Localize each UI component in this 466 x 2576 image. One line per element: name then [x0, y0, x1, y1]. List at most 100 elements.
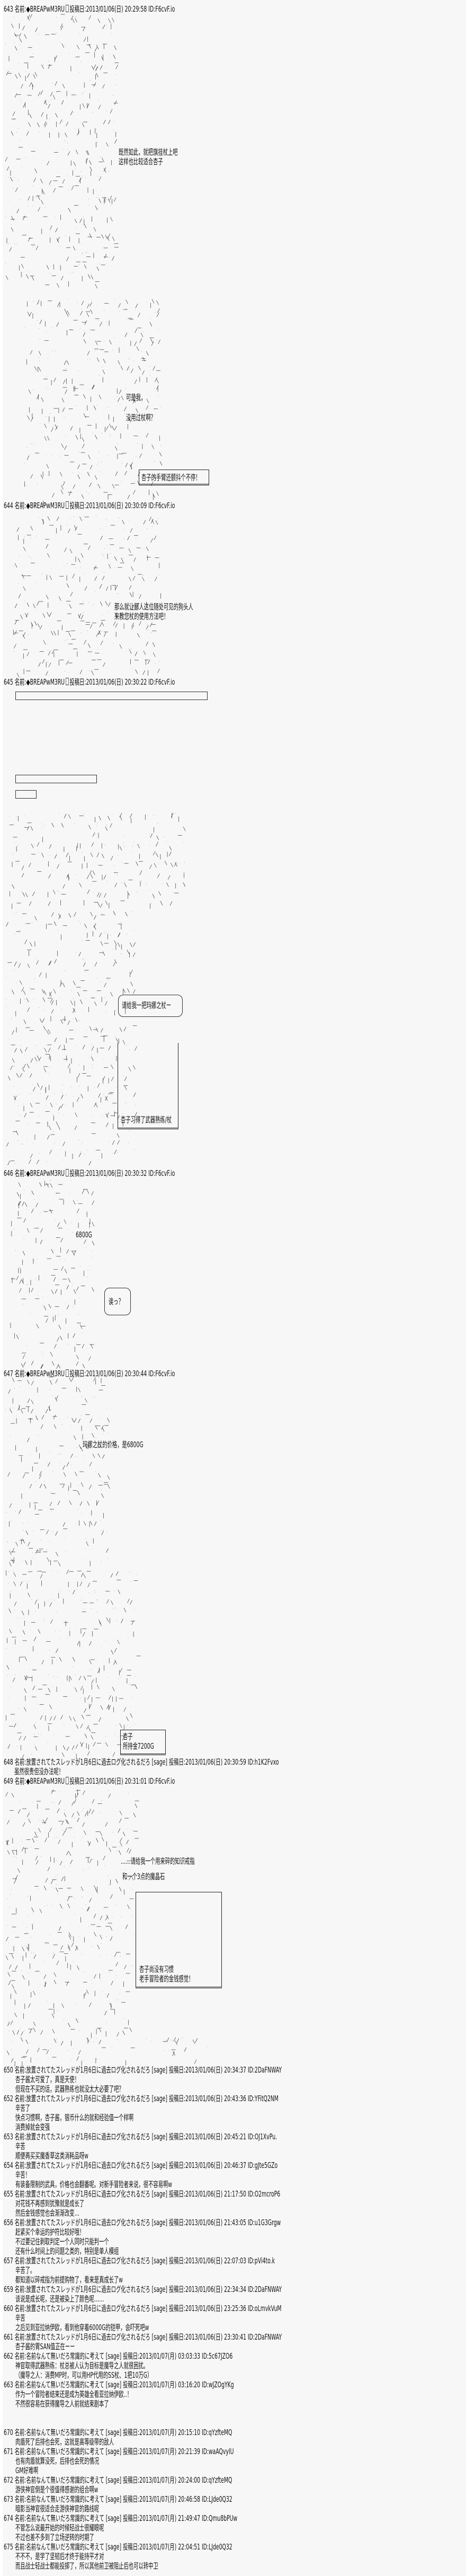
ascii-art-stroke	[29, 901, 32, 906]
ascii-art-stroke	[82, 1822, 85, 1827]
ascii-art-stroke	[138, 366, 141, 370]
comment-header: 655 名前:放置されてたスレッドが1月6日に過去ログ化されるだろ [sage]…	[4, 2189, 464, 2199]
comment-id: ID:qYzfteMQ	[202, 2475, 232, 2485]
comment-name: 名前:放置されてたスレッドが1月6日に過去ログ化されるだろ [sage]	[14, 2285, 168, 2294]
ascii-art-stroke	[100, 903, 103, 908]
ascii-art-stroke	[56, 238, 59, 243]
ascii-art-stroke	[95, 340, 98, 346]
ascii-art-stroke	[154, 535, 157, 541]
ascii-art-stroke	[80, 1742, 83, 1747]
comment-name: 名前:放置されてたスレッドが1月6日に過去ログ化されるだろ [sage]	[14, 2094, 168, 2103]
ascii-art-stroke	[109, 423, 112, 428]
comment-body-line: 但现在不买的话，武器熟练也就没太大必要了吧？	[15, 2084, 124, 2094]
ascii-art-stroke	[80, 1094, 83, 1099]
ascii-art-stroke	[32, 1686, 35, 1690]
ascii-art-stroke	[12, 1377, 15, 1383]
ascii-art-stroke	[104, 982, 106, 987]
ascii-art-stroke	[91, 670, 94, 675]
ascii-art-stroke	[118, 360, 121, 365]
ascii-art-stroke	[114, 1149, 117, 1154]
ascii-art-stroke	[68, 491, 71, 496]
ascii-art-stroke	[55, 55, 58, 60]
ascii-art-stroke	[51, 427, 53, 432]
ascii-art-stroke	[101, 56, 104, 61]
ascii-art-stroke	[122, 1040, 126, 1044]
ascii-art-stroke	[44, 436, 47, 441]
ascii-art-stroke	[58, 1106, 61, 1111]
ascii-art-stroke	[152, 642, 155, 647]
ascii-art-stroke	[33, 74, 36, 79]
ascii-art-stroke	[135, 1046, 137, 1051]
comment-id: ID:OJ1XvPu.	[247, 2132, 277, 2141]
ascii-art-stroke	[84, 320, 87, 325]
ascii-art-stroke	[82, 1044, 85, 1049]
ascii-art-stroke	[128, 1067, 131, 1072]
ascii-art-stroke	[54, 1344, 57, 1349]
ascii-art-stroke	[105, 586, 109, 591]
ascii-art-stroke	[111, 1980, 113, 1986]
ascii-art-stroke	[92, 1453, 95, 1458]
ascii-art-stroke	[63, 1472, 66, 1477]
ascii-art-stroke	[143, 650, 146, 656]
comment-id: ID:qYzfteMQ	[202, 2428, 232, 2437]
ascii-art-stroke	[87, 351, 90, 356]
ascii-art-stroke	[115, 1962, 119, 1967]
ascii-art-stroke	[34, 169, 37, 173]
ascii-art-block	[9, 812, 186, 909]
ascii-art-stroke	[47, 1135, 50, 1140]
ascii-art-stroke	[43, 100, 47, 104]
comment-header-text: 659 名前:放置されてたスレッドが1月6日に過去ログ化されるだろ [sage]…	[4, 2285, 282, 2294]
ascii-art-stroke	[87, 304, 89, 308]
ascii-art-stroke	[11, 2058, 14, 2063]
ascii-art-stroke	[83, 1573, 86, 1579]
ascii-art-stroke	[100, 1705, 103, 1710]
ascii-art-stroke	[108, 1046, 111, 1050]
ascii-art-stroke	[43, 990, 47, 995]
ascii-art-stroke	[83, 37, 86, 42]
ascii-art-stroke	[129, 649, 132, 654]
ascii-art-stroke	[49, 1380, 52, 1385]
ascii-art-stroke	[91, 1046, 94, 1051]
price-label: 6800G	[76, 1230, 92, 1240]
ascii-art-stroke	[47, 1557, 50, 1562]
ascii-art-stroke	[48, 1688, 51, 1693]
ascii-art-stroke	[102, 854, 104, 858]
ascii-art-stroke	[6, 1840, 9, 1845]
comment-header: 657 名前:放置されてたスレッドが1月6日に過去ログ化されるだろ [sage]…	[4, 2256, 464, 2265]
comment-body-line: 对花钱不再感到犹豫就是成长了	[15, 2199, 85, 2208]
ascii-art-stroke	[195, 2038, 198, 2043]
ascii-art-stroke	[172, 2051, 175, 2056]
ascii-art-stroke	[27, 312, 30, 316]
ascii-art-stroke	[77, 474, 80, 479]
ascii-art-stroke	[42, 1018, 45, 1023]
ascii-art-stroke	[86, 1989, 89, 1994]
ascii-art-stroke	[146, 433, 149, 438]
ascii-art-stroke	[69, 1377, 71, 1382]
ascii-art-stroke	[118, 932, 121, 937]
comment-id: ID:wJZOgYKg	[202, 2380, 234, 2389]
ascii-art-stroke	[135, 651, 138, 656]
ascii-art-stroke	[160, 901, 163, 906]
ascii-art-stroke	[183, 826, 186, 831]
ascii-art-stroke	[73, 981, 76, 986]
ascii-art-stroke	[128, 548, 131, 553]
ascii-art-stroke	[28, 1818, 31, 1823]
ascii-art-stroke	[47, 1866, 50, 1871]
ascii-art-stroke	[124, 332, 128, 337]
comment-body-row: 暗影当神官很适合走游侠神官的路线呢	[4, 2504, 464, 2513]
ascii-art-stroke	[74, 1250, 77, 1255]
ascii-art-stroke	[153, 366, 156, 371]
comment-header-text: 674 名前:名前なんて無いだろ常識的に考えて [sage] 投稿日:2013/…	[4, 2513, 237, 2523]
comment-name: 名前:放置されてたスレッドが1月6日に過去ログ化されるだろ [sage]	[14, 2189, 168, 2199]
ascii-art-stroke	[25, 2049, 29, 2054]
poster-id: ID:h1K2Fvxo	[247, 1757, 279, 1767]
ascii-art-stroke	[66, 121, 69, 127]
ascii-art-stroke	[96, 73, 98, 77]
ascii-art-stroke	[150, 833, 153, 838]
comment-body-line: 之后见到亚拉纳伊欧，看到他穿着6000G的铠甲，会吓死吧w	[15, 2323, 149, 2332]
ascii-art-stroke	[64, 1219, 67, 1224]
ascii-art-stroke	[124, 471, 127, 475]
comment-name: 名前:放置されてたスレッドが1月6日に過去ログ化されるだろ [sage]	[14, 2132, 168, 2141]
ascii-art-stroke	[71, 1801, 74, 1806]
ascii-art-stroke	[62, 379, 66, 384]
